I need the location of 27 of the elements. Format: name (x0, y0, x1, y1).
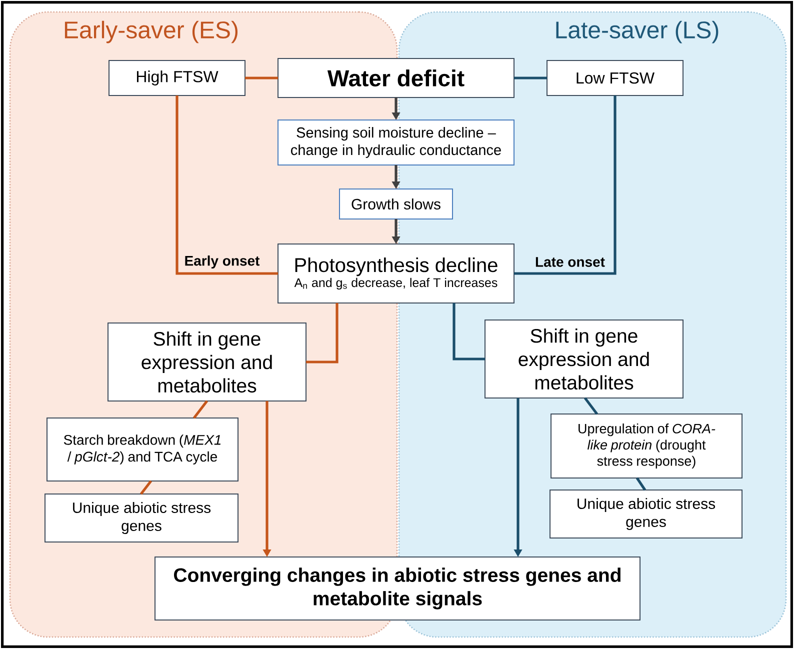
process-box: Unique abiotic stress genes (550, 490, 742, 538)
process-box: Upregulation of CORA-like protein (drought stress response) (550, 414, 742, 478)
process-box: High FTSW (108, 60, 246, 96)
connector-line (514, 76, 547, 80)
connector-line (192, 400, 208, 419)
connector-line (514, 96, 616, 275)
process-box: Starch breakdown (MEX1 / pGlct-2) and TCA cycle (46, 418, 238, 482)
process-box: Converging changes in abiotic stress genes and metabolite signals (154, 556, 640, 620)
process-box: Sensing soil moisture decline – change in hydraulic conductance (278, 120, 514, 166)
group-title: Late-saver (LS) (556, 20, 718, 44)
edge-label: Early onset (185, 255, 260, 269)
edge-label: Late onset (536, 257, 605, 267)
process-box: Water deficit (278, 58, 514, 98)
connector-line (306, 303, 338, 364)
connector-line (452, 303, 485, 360)
connector-line (176, 96, 278, 275)
connector-line (245, 76, 278, 80)
connector-line (140, 480, 152, 495)
group-title: Early-saver (ES) (64, 20, 238, 44)
process-box: Low FTSW (546, 60, 684, 96)
connector-line (584, 397, 598, 415)
connector-line (636, 477, 646, 491)
process-box: Growth slows (339, 188, 453, 220)
process-box: Shift in gene expression and metabolites (108, 322, 306, 402)
process-box: Unique abiotic stress genes (44, 494, 238, 542)
process-box: Photosynthesis decline A$_{n}$ and g$_{s}$ decrease, leaf T increases (278, 244, 514, 304)
process-box: Shift in gene expression and metabolites (484, 320, 684, 398)
